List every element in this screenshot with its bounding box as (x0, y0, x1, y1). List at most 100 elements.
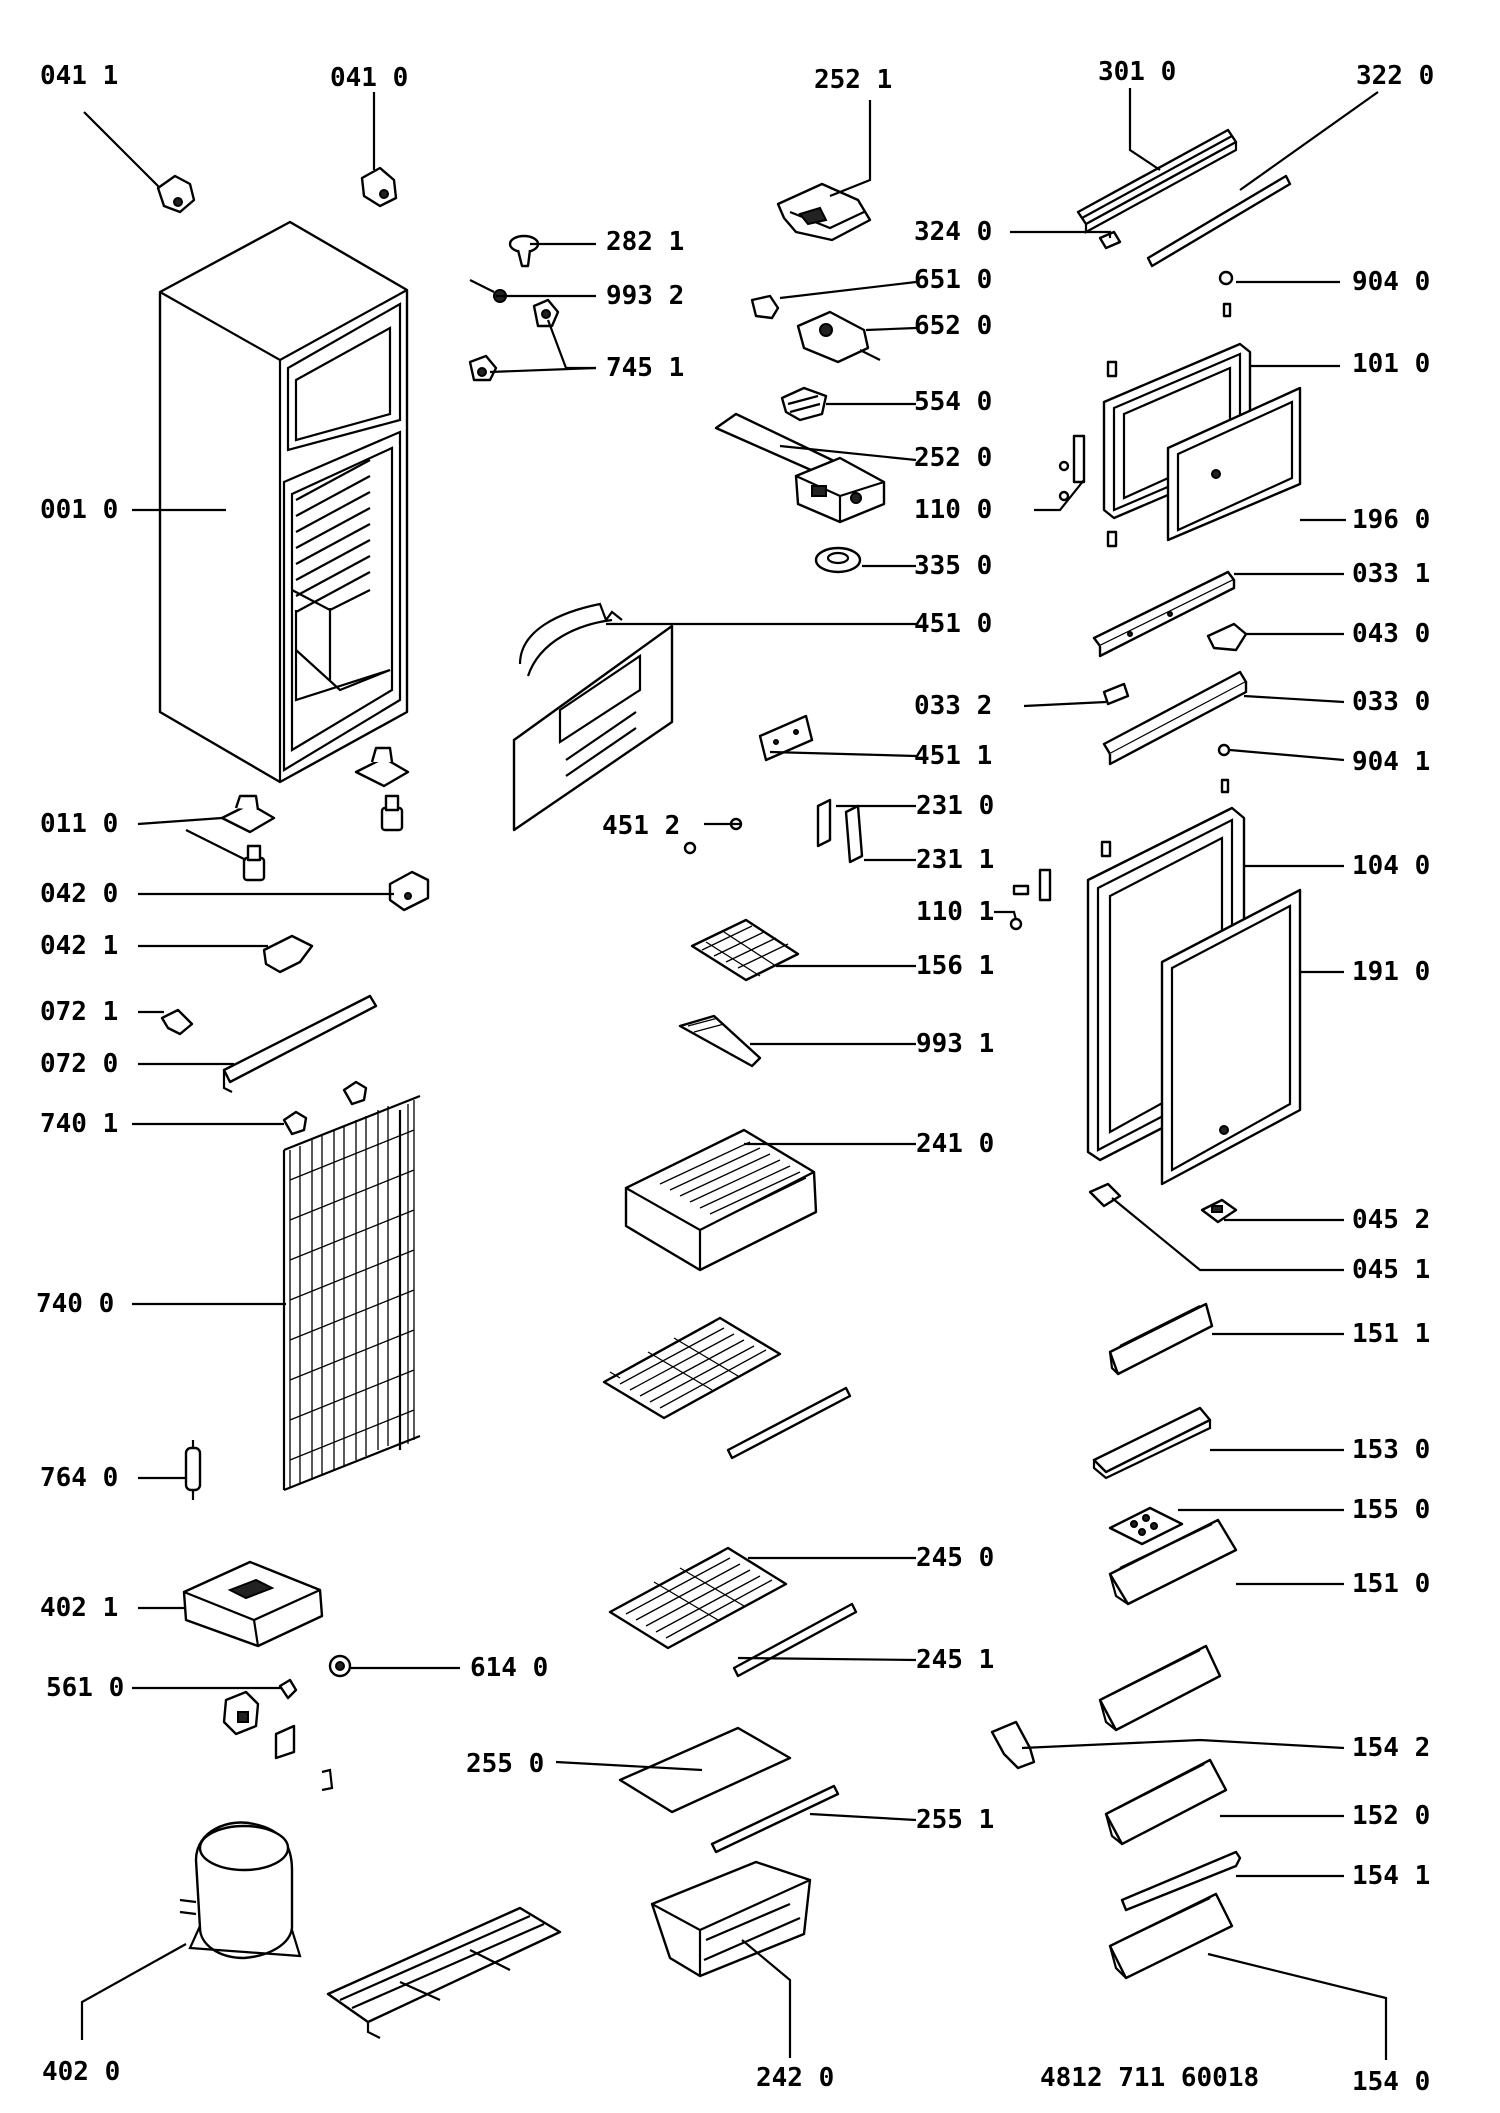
switch-part (532, 298, 560, 328)
lamp-socket-part (796, 310, 881, 364)
door-handle-part (1076, 128, 1238, 234)
spring-clip-part (780, 386, 828, 422)
door-hinge-part (816, 798, 864, 864)
condenser-bracket-part (342, 1080, 368, 1106)
part-label: 745 1 (606, 353, 684, 383)
hinge-cover-part (262, 934, 314, 974)
part-label: 740 0 (36, 1289, 114, 1319)
part-number-labels: 041 1 041 0 252 1 301 0 322 0 282 1 324 … (36, 57, 1434, 2097)
door-gasket-part (1166, 386, 1302, 542)
hinge-bracket-part (156, 174, 196, 214)
part-label: 252 0 (914, 443, 992, 473)
scraper-part (678, 1014, 762, 1068)
thermostat-knob-part (508, 234, 540, 268)
lower-hinge-part (220, 794, 276, 834)
part-label: 993 1 (916, 1029, 994, 1059)
part-label: 110 1 (916, 897, 994, 927)
part-label: 001 0 (40, 495, 118, 525)
part-label: 033 1 (1352, 559, 1430, 589)
part-label: 101 0 (1352, 349, 1430, 379)
door-bin-part (1108, 1518, 1238, 1606)
part-label: 151 0 (1352, 1569, 1430, 1599)
door-bin-part (1108, 1302, 1214, 1376)
part-label: 104 0 (1352, 851, 1430, 881)
part-label: 156 1 (916, 951, 994, 981)
part-label: 322 0 (1356, 61, 1434, 91)
adjustable-foot-part (242, 844, 266, 882)
screw-part (1217, 743, 1231, 794)
bracket-plate-part (758, 714, 814, 762)
door-stop-part (1200, 1198, 1238, 1224)
part-label: 402 1 (40, 1593, 118, 1623)
part-label: 740 1 (40, 1109, 118, 1139)
wire-shelf-part (608, 1546, 788, 1650)
part-label: 191 0 (1352, 957, 1430, 987)
condenser-part (282, 1094, 421, 1492)
compressor-base-part (326, 1906, 562, 2039)
part-label: 042 1 (40, 931, 118, 961)
part-label: 042 0 (40, 879, 118, 909)
part-label: 255 1 (916, 1805, 994, 1835)
part-label: 614 0 (470, 1653, 548, 1683)
part-label: 153 0 (1352, 1435, 1430, 1465)
wire-shelf-part (602, 1316, 782, 1420)
condenser-bracket-part (282, 1110, 308, 1136)
part-label: 231 0 (916, 791, 994, 821)
part-label: 451 1 (914, 741, 992, 771)
part-label: 282 1 (606, 227, 684, 257)
filter-drier-part (184, 1440, 202, 1500)
egg-tray-part (1108, 1506, 1184, 1546)
part-label: 252 1 (814, 65, 892, 95)
part-label: 301 0 (1098, 57, 1176, 87)
thermostat-cover-part (776, 182, 872, 242)
thermostat-housing-part (714, 412, 886, 524)
part-label: 255 0 (466, 1749, 544, 1779)
part-label: 072 0 (40, 1049, 118, 1079)
leader-lines (80, 88, 1388, 2060)
shelf-trim-part (726, 1386, 852, 1460)
part-label: 554 0 (914, 387, 992, 417)
part-label: 041 1 (40, 61, 118, 91)
divider-rail-part (1092, 570, 1236, 658)
adjustable-foot-part (380, 794, 404, 832)
door-bin-part (1098, 1644, 1222, 1732)
part-label: 154 1 (1352, 1861, 1430, 1891)
door-gasket-part (1160, 888, 1302, 1186)
lower-hinge-part (354, 746, 410, 788)
part-label: 110 0 (914, 495, 992, 525)
part-label: 245 0 (916, 1543, 994, 1573)
door-bin-part (1092, 1406, 1212, 1480)
door-bin-part (1104, 1758, 1228, 1846)
grommet-part (328, 1654, 352, 1678)
freezer-shelf-part (624, 1128, 818, 1272)
screw-part (1218, 270, 1234, 318)
part-label: 764 0 (40, 1463, 118, 1493)
part-label: 151 1 (1352, 1319, 1430, 1349)
part-label: 041 0 (330, 63, 408, 93)
part-label: 231 1 (916, 845, 994, 875)
sensor-part (469, 279, 507, 303)
bin-divider-part (990, 1720, 1036, 1770)
part-label: 155 0 (1352, 1495, 1430, 1525)
document-reference: 4812 711 60018 (1040, 2063, 1259, 2093)
part-label: 561 0 (46, 1673, 124, 1703)
lamp-holder-part (468, 354, 498, 382)
hinge-cover-part (388, 870, 430, 912)
part-label: 904 1 (1352, 747, 1430, 777)
bin-rail-part (1120, 1850, 1242, 1912)
shelf-trim-part (710, 1784, 840, 1854)
part-label: 033 0 (1352, 687, 1430, 717)
part-label: 993 2 (606, 281, 684, 311)
part-label: 451 0 (914, 609, 992, 639)
ice-tray-part (690, 918, 800, 982)
overload-protector-part (222, 1678, 334, 1792)
part-label: 011 0 (40, 809, 118, 839)
compressor-part (179, 1821, 302, 1960)
divider-rail-part (1102, 670, 1248, 766)
part-label: 033 2 (914, 691, 992, 721)
glass-shelf-part (618, 1726, 792, 1814)
part-label: 245 1 (916, 1645, 994, 1675)
part-label: 072 1 (40, 997, 118, 1027)
part-label: 196 0 (1352, 505, 1430, 535)
hinge-bracket-part (360, 166, 398, 208)
